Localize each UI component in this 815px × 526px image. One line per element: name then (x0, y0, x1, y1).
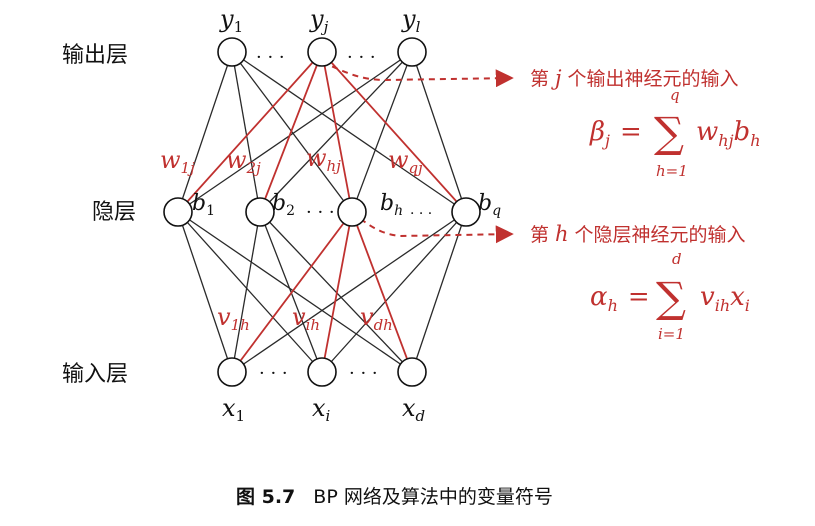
edge-hidden-1-output-2 (259, 51, 413, 213)
edge-hidden-3-output-0 (231, 51, 467, 213)
edge-input-0-hidden-3 (231, 211, 467, 373)
output-layer-label: 输出层 (62, 43, 128, 68)
output-node-label-l: yl (401, 5, 421, 36)
edge-hidden-0-output-2 (177, 51, 413, 213)
hidden-node-label-h: bh (380, 191, 403, 219)
hidden-neuron-2 (245, 197, 275, 227)
weight-edge-input-2-hidden-h (351, 211, 413, 373)
input-node-label-1: x1 (222, 394, 245, 425)
alpha-sum-upper: d (672, 250, 682, 268)
beta-formula-lhs: βj= (589, 117, 642, 150)
alpha-formula-lhs: αh= (590, 282, 650, 315)
edge-hidden-2-output-0 (231, 51, 353, 213)
hidden-neuron-q (451, 197, 481, 227)
alpha-sum-lower: i=1 (658, 325, 685, 343)
output-ellipsis-right: · · · (347, 47, 376, 68)
neurons (163, 37, 481, 387)
edge-input-1-hidden-0 (177, 211, 323, 373)
weight-w-1j: w1j (160, 146, 195, 177)
weight-w-hj: whj (306, 144, 341, 175)
weight-v-ih: vih (292, 303, 320, 334)
output-input-arrow (321, 61, 514, 88)
edge-input-0-hidden-1 (231, 211, 261, 373)
input-ellipsis-left: · · · (259, 363, 288, 384)
output-node-label-j: yj (309, 5, 329, 36)
edge-hidden-3-output-2 (411, 51, 467, 213)
edge-input-2-hidden-0 (177, 211, 413, 373)
edge-hidden-0-output-0 (177, 51, 233, 213)
weight-edge-input-0-hidden-h (231, 211, 353, 373)
weight-edge-input-1-hidden-h (321, 211, 353, 373)
hidden-neuron-h (337, 197, 367, 227)
input-node-label-d: xd (402, 394, 425, 425)
weight-edge-hidden-0-output-j (177, 51, 323, 213)
hidden-layer-label: 隐层 (92, 200, 136, 225)
weight-edge-hidden-3-output-j (321, 51, 467, 213)
output-neuron-j (307, 37, 337, 67)
output-neuron-l (397, 37, 427, 67)
edge-hidden-1-output-0 (231, 51, 261, 213)
edge-input-1-hidden-3 (321, 211, 467, 373)
weight-w-qj: wqj (388, 146, 423, 177)
input-hidden-weights: v1h vih vdh (217, 303, 393, 334)
hidden-node-label-q: bq (478, 191, 501, 219)
beta-sum-sign: ∑ (654, 108, 684, 157)
output-node-label-1: y1 (219, 5, 243, 36)
input-neuron-d (397, 357, 427, 387)
input-layer-label: 输入层 (62, 362, 128, 387)
input-neuron-i (307, 357, 337, 387)
hidden-neuron-1 (163, 197, 193, 227)
hidden-node-label-2: b2 (272, 191, 295, 219)
input-neuron-1 (217, 357, 247, 387)
input-node-label-i: xi (312, 394, 331, 425)
alpha-formula-rhs: vihxi (700, 282, 750, 315)
output-neuron-1 (217, 37, 247, 67)
edge-input-2-hidden-1 (259, 211, 413, 373)
hidden-node-label-1: b1 (192, 191, 215, 219)
edge-input-0-hidden-0 (177, 211, 233, 373)
hidden-node-ellipsis-after-h: · · · (410, 206, 432, 222)
alpha-sum-sign: ∑ (656, 273, 686, 322)
weight-v-dh: vdh (360, 303, 393, 334)
hidden-ellipsis: · · · (306, 202, 335, 223)
weight-v-1h: v1h (217, 303, 250, 334)
hidden-output-weights: w1j w2j whj wqj (160, 144, 423, 177)
beta-sum-lower: h=1 (656, 162, 688, 180)
beta-sum-upper: q (670, 86, 680, 104)
annotation-arrows (321, 61, 514, 244)
edge-input-2-hidden-3 (411, 211, 467, 373)
input-ellipsis-right: · · · (349, 363, 378, 384)
edge-hidden-2-output-2 (351, 51, 413, 213)
weight-edge-hidden-1-output-j (259, 51, 323, 213)
output-ellipsis-left: · · · (256, 47, 285, 68)
weight-edge-hidden-2-output-j (321, 51, 353, 213)
beta-formula-rhs: whjbh (696, 117, 761, 150)
connections-red (177, 51, 467, 373)
weight-w-2j: w2j (226, 146, 261, 177)
